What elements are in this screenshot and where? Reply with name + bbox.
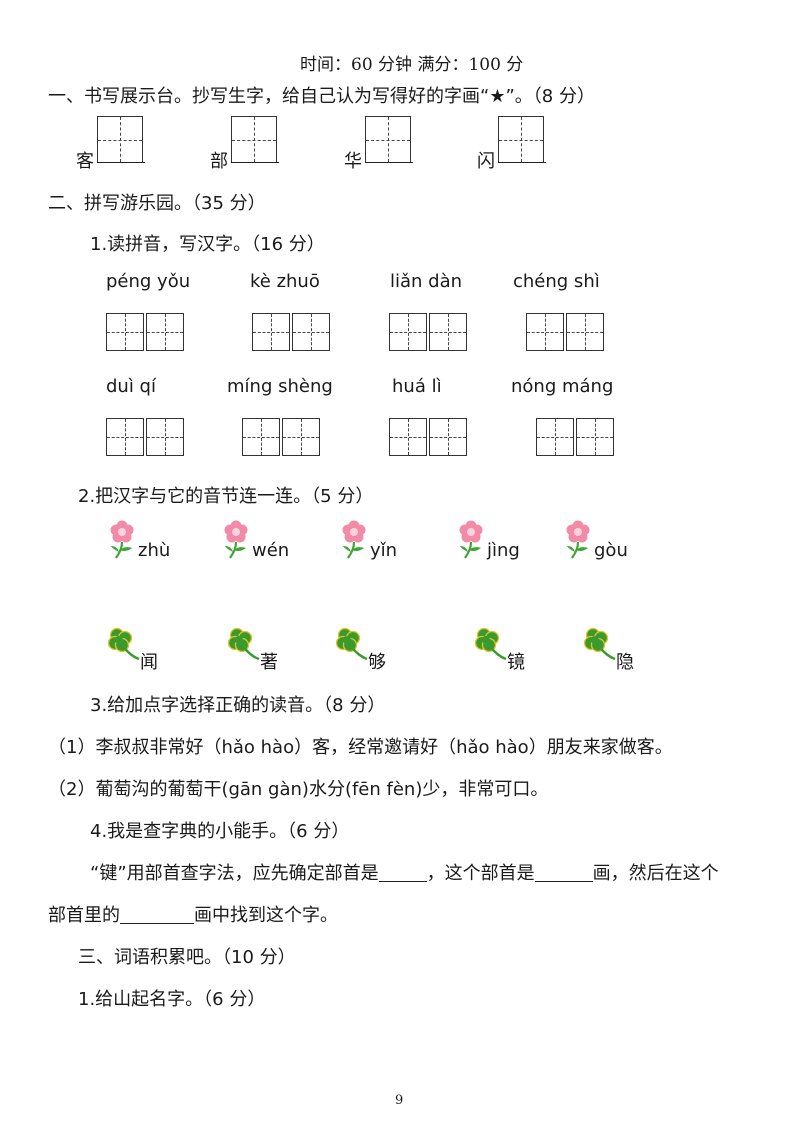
- answer-box[interactable]: [106, 418, 144, 456]
- answer-box[interactable]: [566, 313, 604, 351]
- q3-title: 3.给加点字选择正确的读音。（8 分）: [90, 695, 386, 716]
- answer-box[interactable]: [576, 418, 614, 456]
- answer-box[interactable]: [429, 418, 467, 456]
- q4-text: ，这个部首是: [426, 863, 535, 884]
- answer-box[interactable]: [146, 418, 184, 456]
- flower-icon: [566, 520, 591, 560]
- flower-icon: [224, 520, 249, 560]
- answer-box[interactable]: [242, 418, 280, 456]
- q3-item-1[interactable]: （1）李叔叔非常好（hǎo hào）客，经常邀请好（hǎo hào）朋友来家做客…: [48, 737, 673, 758]
- answer-box[interactable]: [536, 418, 574, 456]
- section-1-title: 一、书写展示台。抄写生字，给自己认为写得好的字画“★”。（8 分）: [48, 86, 595, 107]
- character[interactable]: 隐: [616, 652, 634, 673]
- answer-box[interactable]: [292, 313, 330, 351]
- syllable[interactable]: yǐn: [370, 540, 398, 561]
- q4-line-1: “键”用部首查字法，应先确定部首是 ，这个部首是 画，然后在这个: [90, 859, 719, 885]
- writing-baseline: [97, 162, 145, 163]
- answer-blank[interactable]: [120, 905, 194, 924]
- clover-icon: [107, 627, 141, 661]
- syllable[interactable]: gòu: [594, 540, 628, 561]
- answer-box[interactable]: [106, 313, 144, 351]
- q4-title: 4.我是查字典的小能手。（6 分）: [90, 821, 350, 842]
- pinyin-prompt: huá lì: [392, 376, 442, 397]
- copy-writing-box[interactable]: [231, 116, 277, 162]
- answer-box[interactable]: [252, 313, 290, 351]
- pinyin-prompt: duì qí: [106, 376, 156, 397]
- answer-blank[interactable]: [534, 863, 593, 882]
- pinyin-prompt: liǎn dàn: [390, 271, 463, 292]
- pinyin-prompt: péng yǒu: [106, 271, 191, 292]
- clover-icon: [583, 627, 617, 661]
- q2-title: 2.把汉字与它的音节连一连。（5 分）: [78, 486, 374, 507]
- section-3-title: 三、词语积累吧。（10 分）: [78, 947, 296, 968]
- copy-char: 客: [76, 151, 94, 172]
- copy-char: 闪: [477, 151, 495, 172]
- pinyin-prompt: kè zhuō: [250, 271, 320, 292]
- copy-writing-box[interactable]: [498, 116, 544, 162]
- clover-icon: [227, 627, 261, 661]
- character[interactable]: 镜: [507, 652, 525, 673]
- writing-baseline: [231, 162, 279, 163]
- character[interactable]: 闻: [140, 652, 158, 673]
- flower-icon: [110, 520, 135, 560]
- pinyin-prompt: míng shèng: [227, 376, 333, 397]
- writing-baseline: [365, 162, 413, 163]
- copy-char: 部: [210, 151, 228, 172]
- answer-box[interactable]: [282, 418, 320, 456]
- answer-box[interactable]: [389, 313, 427, 351]
- answer-box[interactable]: [526, 313, 564, 351]
- copy-writing-box[interactable]: [97, 116, 143, 162]
- writing-baseline: [498, 162, 546, 163]
- q4-text: 画中找到这个字。: [194, 905, 338, 926]
- pinyin-prompt: nóng máng: [511, 376, 614, 397]
- copy-writing-box[interactable]: [365, 116, 411, 162]
- pinyin-prompt: chéng shì: [513, 271, 600, 292]
- q4-text: 画，然后在这个: [592, 863, 719, 884]
- syllable[interactable]: jìng: [487, 540, 520, 561]
- exam-info: 时间：60 分钟 满分：100 分: [300, 55, 524, 75]
- clover-icon: [474, 627, 508, 661]
- q4-text: “键”用部首查字法，应先确定部首是: [90, 863, 379, 884]
- q1-title: 1.读拼音，写汉字。（16 分）: [90, 234, 325, 255]
- character[interactable]: 够: [368, 652, 386, 673]
- copy-char: 华: [344, 151, 362, 172]
- section-2-title: 二、拼写游乐园。（35 分）: [48, 193, 266, 214]
- answer-box[interactable]: [146, 313, 184, 351]
- q4-text: 部首里的: [48, 905, 120, 926]
- q4-line-2: 部首里的 画中找到这个字。: [48, 901, 338, 927]
- section-3-q1-title: 1.给山起名字。（6 分）: [78, 989, 266, 1010]
- character[interactable]: 著: [260, 652, 278, 673]
- syllable[interactable]: wén: [252, 540, 290, 561]
- flower-icon: [342, 520, 367, 560]
- syllable[interactable]: zhù: [138, 540, 171, 561]
- clover-icon: [335, 627, 369, 661]
- answer-blank[interactable]: [378, 863, 427, 882]
- page-number: 9: [395, 1093, 404, 1108]
- answer-box[interactable]: [389, 418, 427, 456]
- q3-item-2[interactable]: （2）葡萄沟的葡萄干(gān gàn)水分(fēn fèn)少，非常可口。: [48, 779, 549, 800]
- flower-icon: [459, 520, 484, 560]
- answer-box[interactable]: [429, 313, 467, 351]
